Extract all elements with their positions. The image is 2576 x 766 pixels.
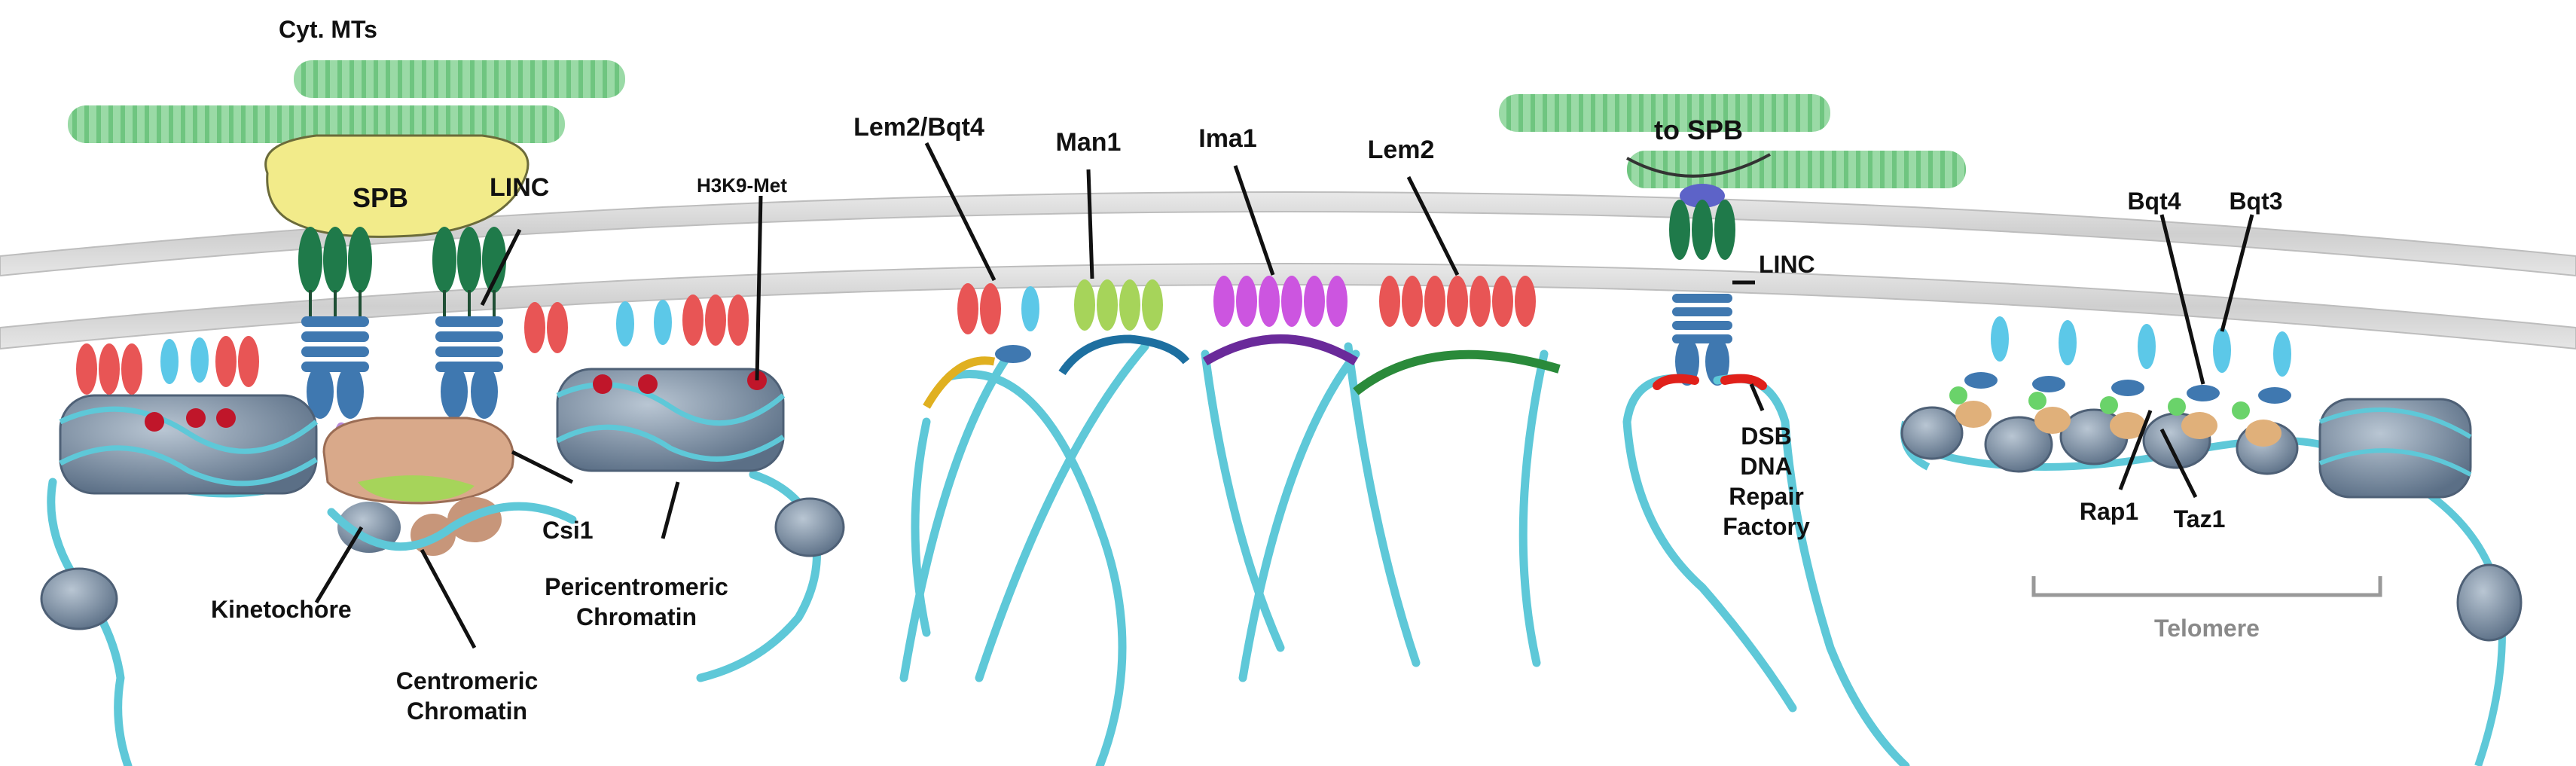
label-bqt4: Bqt4 <box>2127 188 2181 215</box>
label-spb: SPB <box>353 182 408 213</box>
label-man1: Man1 <box>1056 128 1122 157</box>
chromatin-loops-middle <box>899 342 1549 766</box>
label-cyt-mts: Cyt. MTs <box>279 16 377 43</box>
ima1-anchor <box>1202 276 1359 366</box>
lem2-bqt4-anchor <box>923 283 1039 409</box>
label-kinetochore: Kinetochore <box>211 596 352 623</box>
label-csi1: Csi1 <box>542 517 594 544</box>
inner-membrane-proteins-left <box>76 294 767 432</box>
label-taz1: Taz1 <box>2174 505 2226 533</box>
label-pericentromeric-2: Chromatin <box>576 603 697 630</box>
cytoplasmic-microtubules <box>68 60 1966 188</box>
label-bqt3: Bqt3 <box>2229 188 2282 215</box>
telomere-chromatin <box>1900 398 2523 766</box>
label-ima1: Ima1 <box>1198 124 1257 153</box>
linc-complex-left <box>298 227 506 453</box>
to-spb-arrow <box>1626 153 1771 178</box>
label-dsb-2: DNA <box>1740 453 1792 480</box>
man1-anchor <box>1058 279 1190 376</box>
label-linc-right: LINC <box>1759 251 1815 278</box>
telomere-bracket <box>2031 576 2382 597</box>
leader-lines <box>314 142 2254 649</box>
label-h3k9-met: H3K9-Met <box>697 174 787 197</box>
label-dsb-4: Factory <box>1723 513 1810 540</box>
label-dsb-1: DSB <box>1741 423 1792 450</box>
label-telomere: Telomere <box>2154 615 2260 642</box>
kinetochore <box>322 417 514 556</box>
dsb-fibers <box>1622 374 1910 766</box>
text-labels: Cyt. MTs SPB LINC H3K9-Met Csi1 Kinetoch… <box>211 16 2283 725</box>
bqt3-bqt4-proteins <box>1949 316 2291 447</box>
label-linc-left: LINC <box>490 173 549 202</box>
label-dsb-3: Repair <box>1729 483 1804 510</box>
label-lem2: Lem2 <box>1368 136 1435 164</box>
nuclear-membranes <box>0 191 2576 350</box>
label-centromeric-2: Chromatin <box>407 697 527 725</box>
label-centromeric-1: Centromeric <box>396 667 539 694</box>
lem2-anchor <box>1353 276 1561 395</box>
linc-complex-right <box>1669 184 1735 386</box>
label-rap1: Rap1 <box>2080 498 2138 525</box>
label-lem2-bqt4: Lem2/Bqt4 <box>853 113 984 142</box>
label-pericentromeric-1: Pericentromeric <box>545 573 728 600</box>
nucleosome-array-left <box>40 368 845 630</box>
label-to-spb: to SPB <box>1654 114 1743 145</box>
spb-complex <box>264 134 530 238</box>
